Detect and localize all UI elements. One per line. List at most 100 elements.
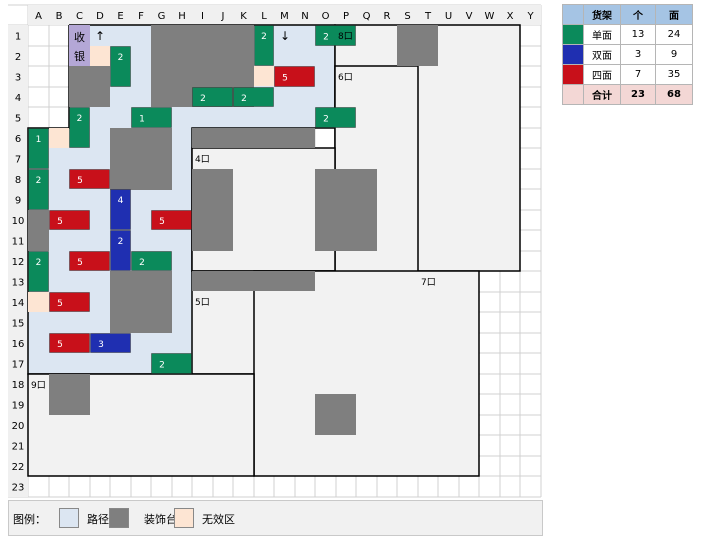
row-header: 21 bbox=[12, 442, 25, 453]
shelf-label: 5 bbox=[57, 299, 63, 309]
column-header: P bbox=[343, 11, 349, 22]
summary-header-count: 个 bbox=[620, 4, 656, 25]
shelf-label: 3 bbox=[98, 340, 104, 350]
row-header: 23 bbox=[12, 483, 25, 494]
column-header: B bbox=[56, 11, 63, 22]
invalid-layer bbox=[28, 46, 274, 312]
column-header: Q bbox=[363, 11, 371, 22]
legend: 图例： 路径 装饰台 无效区 bbox=[8, 500, 543, 536]
summary-faces: 24 bbox=[655, 24, 693, 45]
shelf-label: 2 bbox=[118, 237, 124, 247]
row-header: 19 bbox=[12, 401, 25, 412]
summary-total-name: 合计 bbox=[583, 84, 621, 105]
decor-block bbox=[397, 25, 438, 66]
shelf-label: 2 bbox=[118, 53, 124, 63]
summary-swatch-single bbox=[562, 24, 584, 45]
column-header: G bbox=[158, 11, 166, 22]
column-header: Y bbox=[526, 11, 534, 22]
legend-title: 图例： bbox=[13, 513, 46, 526]
decor-block bbox=[28, 210, 49, 251]
shelf-label: 4 bbox=[118, 196, 124, 206]
summary-header-faces: 面 bbox=[655, 4, 693, 25]
summary-row-double: 双面 3 9 bbox=[562, 44, 693, 65]
shelf-single bbox=[69, 107, 90, 148]
shelf-label: 5 bbox=[159, 217, 165, 227]
row-header: 11 bbox=[12, 237, 25, 248]
legend-decor-label: 装饰台 bbox=[144, 513, 177, 526]
shelf-label: 2 bbox=[77, 114, 83, 124]
shelf-single bbox=[110, 46, 131, 87]
decor-block bbox=[192, 271, 315, 291]
decor-block bbox=[110, 271, 172, 333]
shelf-single bbox=[151, 353, 192, 374]
cashier-box bbox=[69, 25, 90, 66]
legend-invalid-label: 无效区 bbox=[202, 513, 235, 526]
invalid-cell bbox=[28, 292, 49, 312]
shelf-quad bbox=[49, 333, 90, 353]
column-header: T bbox=[424, 11, 432, 22]
row-header: 16 bbox=[12, 339, 25, 350]
column-header: X bbox=[507, 11, 514, 22]
column-header: O bbox=[322, 11, 330, 22]
shelf-label: 2 bbox=[200, 94, 206, 104]
column-header: F bbox=[138, 11, 144, 22]
column-header: S bbox=[404, 11, 410, 22]
summary-count: 3 bbox=[620, 44, 656, 65]
shelf-label: 2 bbox=[139, 258, 145, 268]
shelf-label: 2 bbox=[36, 258, 42, 268]
column-header: U bbox=[445, 11, 452, 22]
column-header: R bbox=[384, 11, 391, 22]
summary-total-row: 合计 23 68 bbox=[562, 84, 693, 105]
summary-header-swatch bbox=[562, 4, 584, 25]
row-header: 8 bbox=[15, 175, 21, 186]
shelf-single bbox=[131, 107, 172, 128]
summary-total-count: 23 bbox=[620, 84, 656, 105]
zone-label: 4口 bbox=[195, 155, 210, 165]
row-header: 6 bbox=[15, 134, 21, 145]
row-header: 9 bbox=[15, 196, 21, 207]
legend-path-label: 路径 bbox=[87, 513, 109, 526]
shelf-single bbox=[315, 25, 356, 46]
decor-block bbox=[315, 394, 356, 435]
summary-count: 7 bbox=[620, 64, 656, 85]
legend-decor-swatch bbox=[109, 508, 129, 528]
shelf-single bbox=[233, 87, 274, 107]
shelf-label: 5 bbox=[77, 176, 83, 186]
column-header: I bbox=[201, 11, 204, 22]
row-header: 20 bbox=[12, 421, 25, 432]
row-header: 4 bbox=[15, 93, 21, 104]
shelf-single bbox=[28, 251, 49, 292]
zone-label: 6口 bbox=[338, 73, 353, 83]
shelf-label: 1 bbox=[36, 135, 42, 145]
summary-row-quad: 四面 7 35 bbox=[562, 64, 693, 85]
summary-total-swatch bbox=[562, 84, 584, 105]
decor-block bbox=[49, 374, 90, 415]
summary-swatch-quad bbox=[562, 64, 584, 85]
shelf-label: 5 bbox=[77, 258, 83, 268]
row-header: 3 bbox=[15, 73, 21, 84]
zone-label: 5口 bbox=[195, 298, 210, 308]
summary-total-faces: 68 bbox=[655, 84, 693, 105]
column-header: V bbox=[466, 11, 473, 22]
row-header: 13 bbox=[12, 278, 25, 289]
column-header: J bbox=[221, 11, 225, 22]
shelf-label: 2 bbox=[261, 32, 267, 42]
decor-block bbox=[192, 128, 315, 148]
summary-faces: 35 bbox=[655, 64, 693, 85]
summary-row-single: 单面 13 24 bbox=[562, 24, 693, 45]
legend-invalid-swatch bbox=[174, 508, 194, 528]
summary-name: 单面 bbox=[583, 24, 621, 45]
zones-layer bbox=[27, 24, 521, 477]
shelf-quad bbox=[69, 251, 110, 271]
zone-label: 9口 bbox=[31, 381, 46, 391]
row-header: 10 bbox=[12, 216, 25, 227]
decor-block bbox=[192, 169, 233, 251]
shelf-single bbox=[28, 169, 49, 210]
cashier-label-top: 收 bbox=[74, 30, 85, 44]
shelf-summary-table: 货架 个 面 单面 13 24 双面 3 9 四面 7 35 合计 23 68 bbox=[562, 4, 693, 105]
row-header: 17 bbox=[12, 360, 25, 371]
row-header: 2 bbox=[15, 52, 21, 63]
column-header: E bbox=[117, 11, 123, 22]
